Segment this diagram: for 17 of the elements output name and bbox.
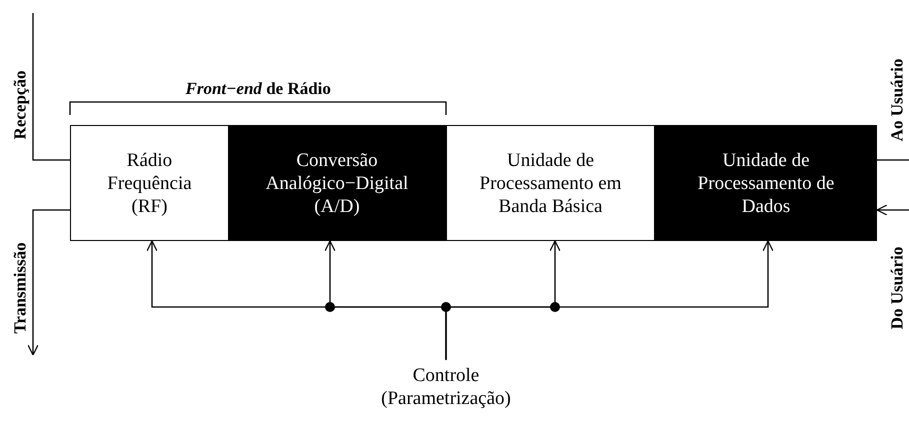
process-box bbox=[70, 125, 229, 241]
process-box bbox=[228, 125, 446, 241]
node-label: Controle (Parametrização) bbox=[380, 364, 512, 410]
signal-label: Do Usuário bbox=[886, 246, 907, 330]
process-box bbox=[446, 125, 655, 241]
process-box bbox=[655, 125, 877, 241]
signal-label: Ao Usuário bbox=[886, 58, 907, 142]
signal-arrow bbox=[876, 204, 909, 216]
node-label: Rádio Frequência (RF) bbox=[106, 148, 193, 218]
node-label: Unidade de Processamento em Banda Básica bbox=[478, 148, 622, 218]
group-label: Front−end de Rádio bbox=[186, 79, 331, 99]
control-arrow bbox=[445, 240, 774, 360]
signal-arrow bbox=[27, 209, 70, 356]
node-label: Conversão Analógico−Digital (A/D) bbox=[264, 148, 410, 218]
node-label: Unidade de Processamento de Dados bbox=[696, 148, 836, 218]
signal-label: Transmissão bbox=[10, 242, 30, 334]
signal-label: Recepção bbox=[10, 70, 30, 140]
